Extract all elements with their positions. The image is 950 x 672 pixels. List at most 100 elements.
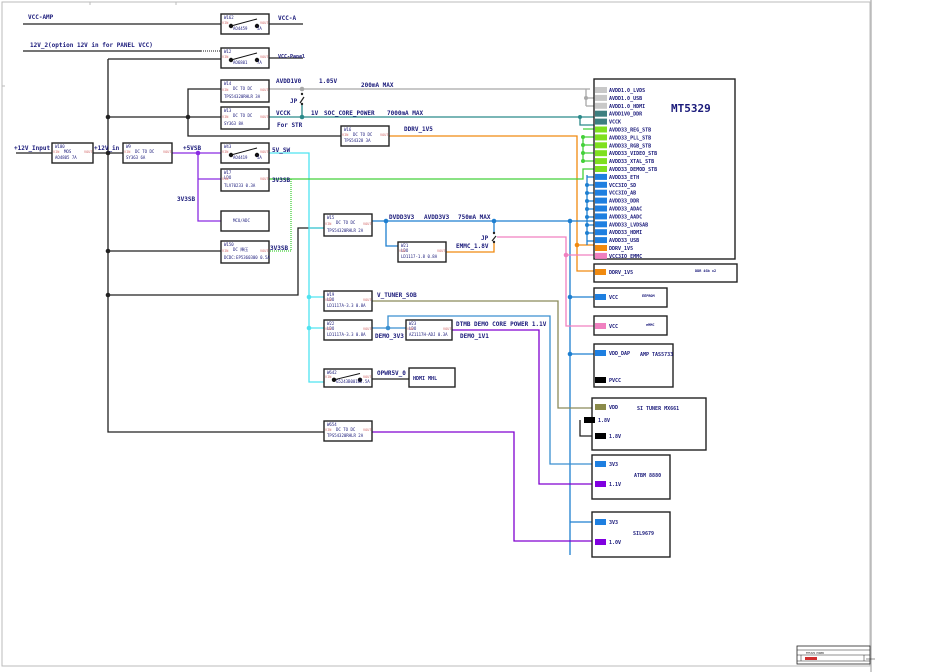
mt5329-pin-label: AVDD33_LVDSAB: [609, 222, 648, 228]
load-ddr[interactable]: DDRV_1V5 DDR 4Gb x2: [593, 263, 738, 283]
wire-avdd1v0: [269, 88, 595, 107]
load-pin-label: VDD: [609, 405, 618, 411]
net-label-avdd3v3: AVDD3V3: [424, 214, 450, 221]
net-label-7000ma: 7000mA MAX: [387, 110, 424, 117]
regulator-type: LDO: [224, 175, 232, 180]
regulator-u_mcu[interactable]: MCU/ADC: [220, 210, 270, 232]
net-label-200ma: 200mA MAX: [361, 82, 394, 89]
regulator-type: LDO: [327, 326, 335, 331]
load-pin-label: VCC: [609, 324, 618, 330]
pin-vout: VOUT: [363, 222, 372, 226]
regulator-part: LD1117A-3.3 0.8A: [327, 332, 366, 337]
regulator-type: DC TO DC: [233, 113, 253, 118]
title-block: MT5329 POWER: [796, 645, 875, 665]
regulator-part: AO4805 7A: [55, 155, 77, 160]
regulator-part: G5243B001U: [336, 379, 361, 384]
mt5329-pin: AVDD33_DEMOD_STB: [595, 166, 657, 173]
regulator-type: DC TO DC: [233, 86, 253, 91]
load-part: DDR 4Gb x2: [695, 269, 716, 273]
regulator-part: TPS54320RHLR 2A: [327, 433, 364, 438]
wire-emmc-vcc: [497, 236, 595, 327]
wire-emmc18: [446, 242, 495, 253]
jumper-jp-emmc[interactable]: [491, 231, 497, 244]
regulator-type: DC 降压: [233, 246, 248, 252]
regulator-ref: W13: [224, 108, 232, 113]
net-label-3v3sb-left: 3V3SB: [177, 196, 195, 203]
net-label-3v3sb-2: 3V3SB: [270, 245, 288, 252]
mt5329-pin: VCCK: [595, 118, 621, 126]
net-label-12v2: 12V_2(option 12V in for PANEL VCC): [30, 42, 153, 49]
pin-vout: VOUT: [260, 177, 269, 181]
title-block-label: MT5329 POWER: [806, 651, 825, 655]
mt5329-chip[interactable]: MT5329 AVDD1.0_LVDSAVDD1.0_USBAVDD1.0_HD…: [593, 78, 736, 260]
load-pin-label: DDRV_1V5: [609, 270, 633, 276]
wire-w14-feed: [187, 88, 221, 117]
mt5329-pin: VCC3IO_EMMC: [595, 252, 642, 260]
pin-vout: VOUT: [443, 327, 452, 331]
pin-vout: VOUT: [363, 375, 372, 379]
net-label-jp-emmc: JP: [481, 235, 489, 242]
jumper-jp9[interactable]: [299, 92, 305, 106]
pin-vout: VOUT: [260, 249, 269, 253]
mt5329-pin: AVDD33_ETH: [595, 173, 639, 181]
mt5329-pin-label: DDRV_1V5: [609, 246, 633, 252]
mt5329-pin-label: AVDD33_VIDEO_STB: [609, 151, 657, 157]
load-pin-marker: [595, 539, 606, 545]
net-label-for-str: For STR: [277, 122, 303, 129]
mt5329-pin: DDRV_1V5: [595, 245, 633, 252]
pin-vin: VIN: [399, 249, 405, 253]
regulator-part: AZ1117H-ADJ 0.3A: [409, 332, 448, 337]
regulator-part: MCU/ADC: [233, 218, 250, 223]
mt5329-pin: AVDD33_VIDEO_STB: [595, 150, 657, 157]
regulator-ref: W43: [224, 144, 232, 149]
wire-w15-feed: [108, 227, 324, 296]
net-label-demo3v3: DEMO_3V3: [375, 333, 404, 340]
regulator-ref: W654: [327, 422, 337, 427]
mt5329-pin-label: AVDD33_AADC: [609, 214, 642, 220]
mt5329-pin: AVDD1.0_HDMI: [595, 102, 645, 110]
mt5329-pin-label: AVDD1V0_DDR: [609, 112, 643, 118]
pin-vout: VOUT: [260, 88, 269, 92]
regulator-type: DC TO DC: [135, 149, 155, 154]
regulator-part: AO6801: [233, 60, 248, 65]
regulator-part: TPS54320RHLR 2A: [327, 228, 364, 233]
mt5329-pin: VCC3IO_AB: [595, 189, 636, 197]
hdmi-mhl-box[interactable]: [408, 367, 456, 388]
wire-demo1v1: [452, 329, 595, 485]
load-pin-marker: [595, 269, 606, 275]
mt5329-pin-label: VCC3IO_SD: [609, 183, 636, 189]
mt5329-pin-label: AVDD33_USB: [609, 238, 639, 244]
mt5329-pin: AVDD33_ADAC: [595, 205, 642, 213]
regulator-part: AO4419: [233, 155, 248, 160]
wire-5vsb: [172, 152, 221, 222]
regulator-ref: W100: [55, 144, 65, 149]
mt5329-pin-label: VCC3IO_EMMC: [609, 254, 642, 260]
load-part: ATBM 8880: [634, 473, 661, 479]
net-label-demo1v1: DEMO_1V1: [460, 333, 489, 340]
pin-vin: VIN: [222, 55, 228, 59]
